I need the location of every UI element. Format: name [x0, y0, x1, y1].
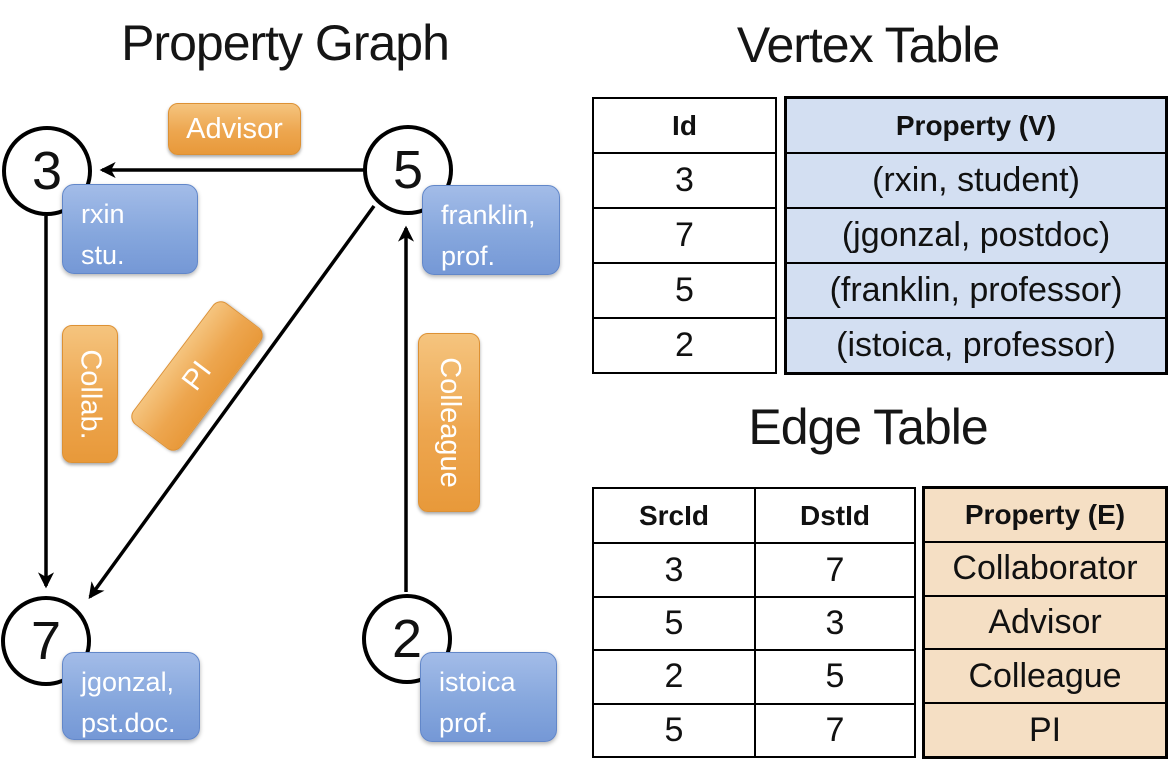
vertex-label-franklin-line1: franklin,	[441, 200, 536, 230]
vertex-label-franklin-line2: prof.	[441, 240, 496, 271]
node-3-id: 3	[31, 141, 63, 201]
edge-table-dstid-cell: 7	[754, 702, 914, 756]
vertex-table-property-column: Property (V) (rxin, student) (jgonzal, p…	[784, 96, 1168, 375]
vertex-table-id-cell: 2	[594, 317, 775, 372]
edge-label-collab-text: Collab.	[74, 348, 107, 440]
vertex-table-header-id: Id	[672, 109, 697, 141]
property-graph-title: Property Graph	[121, 15, 450, 71]
edge-label-collab: Collab.	[62, 325, 118, 463]
edge-table-srcid-cell: 5	[594, 595, 754, 649]
edge-label-pi-text: PI	[175, 355, 218, 397]
edge-table-srcid-cell: 3	[594, 542, 754, 595]
vertex-label-istoica: istoica prof.	[420, 652, 557, 742]
vertex-table-id-cell: 7	[594, 207, 775, 262]
vertex-table-property-cell: (rxin, student)	[787, 152, 1165, 207]
edge-table-property-cell: PI	[925, 702, 1165, 756]
edge-table-property-cell: Colleague	[925, 648, 1165, 703]
node-5-id: 5	[392, 140, 424, 200]
vertex-table-id-column: Id 3 7 5 2	[592, 97, 777, 374]
edge-table-dstid-cell: 5	[754, 649, 914, 703]
edge-label-colleague-text: Colleague	[433, 357, 466, 488]
edge-5-to-7	[88, 204, 376, 599]
vertex-label-jgonzal-line2: pst.doc.	[81, 707, 176, 738]
edge-table-srcid-cell: 2	[594, 649, 754, 702]
node-7-id: 7	[30, 611, 62, 671]
edge-table-srcid-cell: 5	[594, 702, 754, 756]
vertex-label-istoica-line1: istoica	[439, 667, 516, 697]
graph-node-3: 3	[2, 126, 92, 216]
vertex-table-property-cell: (franklin, professor)	[787, 262, 1165, 317]
vertex-table-id-cell: 5	[594, 262, 775, 317]
edge-table-property-column: Property (E) Collaborator Advisor Collea…	[922, 486, 1168, 759]
edge-table-header-srcid: SrcId	[638, 499, 710, 531]
vertex-label-jgonzal-line1: jgonzal,	[81, 667, 175, 697]
edge-table-header-property: Property (E)	[925, 489, 1165, 541]
vertex-table-property-cell: (istoica, professor)	[787, 317, 1165, 372]
node-2-id: 2	[391, 609, 423, 669]
edge-table-title: Edge Table	[748, 399, 988, 455]
vertex-label-jgonzal: jgonzal, pst.doc.	[62, 652, 200, 740]
vertex-label-istoica-line2: prof.	[439, 707, 494, 738]
edge-table-header-dstid: DstId	[754, 489, 914, 543]
vertex-label-rxin-line2: stu.	[81, 239, 125, 270]
edge-label-colleague: Colleague	[418, 333, 480, 512]
vertex-table-id-cell: 3	[594, 152, 775, 207]
edge-table-dstid-cell: 7	[754, 542, 914, 596]
edge-table-property-cell: Collaborator	[925, 540, 1165, 595]
edge-table-property-cell: Advisor	[925, 594, 1165, 649]
vertex-label-rxin-line1: rxin	[81, 199, 125, 229]
edge-table-id-columns: SrcId DstId 3 7 5 3 2 5 5 7	[592, 487, 916, 758]
vertex-table-property-cell: (jgonzal, postdoc)	[787, 207, 1165, 262]
vertex-table-title: Vertex Table	[736, 17, 1000, 73]
edge-label-advisor: Advisor	[168, 103, 301, 155]
vertex-label-rxin: rxin stu.	[62, 184, 198, 274]
edge-table-dstid-cell: 3	[754, 595, 914, 650]
vertex-table-header-property: Property (V)	[787, 99, 1165, 152]
edge-label-advisor-text: Advisor	[186, 112, 283, 145]
vertex-label-franklin: franklin, prof.	[422, 185, 560, 275]
